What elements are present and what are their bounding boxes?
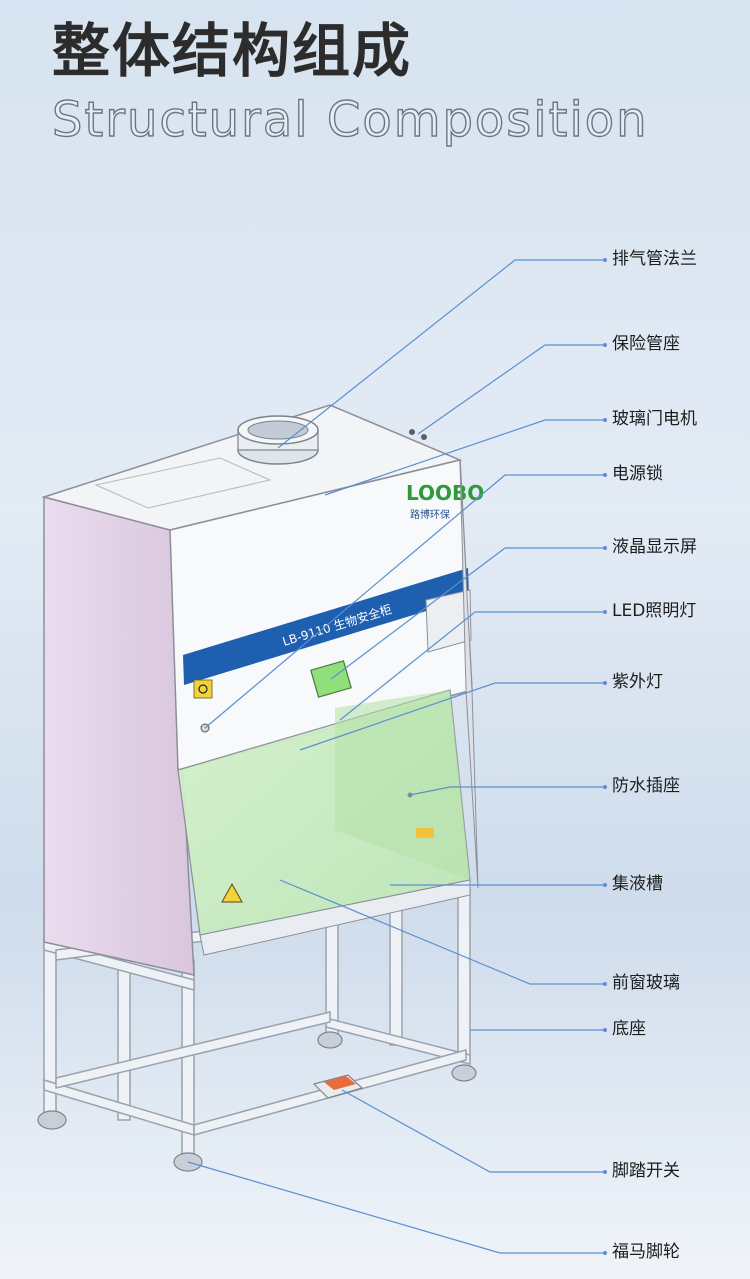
interior-label bbox=[416, 828, 434, 838]
callout-waterproof-socket: 防水插座 bbox=[612, 776, 680, 796]
callout-base: 底座 bbox=[612, 1019, 646, 1039]
callout-casters: 福马脚轮 bbox=[612, 1242, 680, 1262]
callout-exhaust-flange: 排气管法兰 bbox=[612, 249, 697, 269]
callout-uv-lamp: 紫外灯 bbox=[612, 672, 663, 692]
callout-fuse-holder: 保险管座 bbox=[612, 334, 680, 354]
callout-front-glass: 前窗玻璃 bbox=[612, 973, 680, 993]
page-title: 整体结构组成 bbox=[52, 17, 413, 85]
exhaust-flange bbox=[237, 415, 319, 465]
callout-led-light: LED照明灯 bbox=[612, 601, 697, 621]
callout-glass-door-motor: 玻璃门电机 bbox=[612, 409, 697, 429]
callout-drip-tray: 集液槽 bbox=[612, 874, 663, 894]
fuse-holders bbox=[409, 429, 427, 440]
brand-logo-cn: 路博环保 bbox=[410, 508, 450, 521]
callout-lcd-display: 液晶显示屏 bbox=[612, 537, 697, 557]
biohazard-icon bbox=[193, 679, 213, 699]
callout-power-lock: 电源锁 bbox=[612, 464, 663, 484]
page-subtitle: Structural Composition bbox=[51, 92, 649, 148]
leader-lines bbox=[187, 259, 605, 1254]
callout-foot-switch: 脚踏开关 bbox=[612, 1161, 680, 1181]
warning-icon bbox=[221, 882, 243, 903]
brand-logo: LOOBO bbox=[406, 481, 484, 505]
info-plate bbox=[425, 589, 472, 653]
foot-pedal bbox=[312, 1074, 364, 1099]
